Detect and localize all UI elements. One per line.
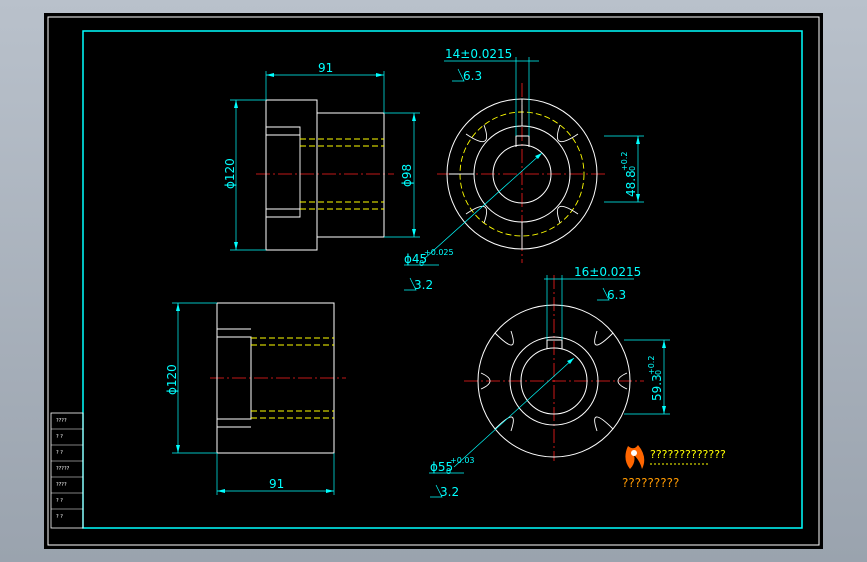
flame-icon: [625, 445, 645, 469]
logo-line1: ?????????????: [650, 448, 726, 461]
view4-bore-tol-up: +0.03: [450, 456, 475, 465]
logo-line2: ?????????: [622, 476, 679, 490]
title-block: ???? ? ? ? ? ????? ???? ? ? ? ?: [50, 412, 84, 529]
tb-row-3: ?????: [56, 466, 70, 472]
tb-row-0: ????: [56, 418, 67, 424]
view1-side-view: 91 ϕ120 ϕ98: [223, 61, 420, 251]
view1-inner-dia: ϕ98: [400, 164, 414, 187]
view3-outer-dia: ϕ120: [165, 364, 179, 395]
view4-bore-tol-lo: 0: [446, 467, 451, 476]
tb-row-4: ????: [56, 482, 67, 488]
view4-bore-dim: ϕ55: [430, 460, 453, 474]
tb-row-1: ? ?: [56, 434, 63, 440]
cad-drawing: ???? ? ? ? ? ????? ???? ? ? ? ? 91: [47, 16, 820, 546]
view3-width-dim: 91: [269, 477, 284, 491]
tb-row-2: ? ?: [56, 450, 63, 456]
view4-keyway-dim: 16±0.0215: [574, 265, 641, 279]
view4-key-height-tol-up: +0.2: [647, 356, 656, 375]
view4-keyway-rough: 6.3: [607, 288, 626, 302]
view3-side-view: ϕ120 91: [165, 302, 346, 495]
view2-keyway-rough: 6.3: [463, 69, 482, 83]
view2-key-height-tol-lo: 0: [628, 166, 637, 171]
view2-key-height-tol-up: +0.2: [620, 152, 629, 171]
view1-outer-dia: ϕ120: [223, 158, 237, 189]
view4-bore-rough: 3.2: [440, 485, 459, 499]
view2-front-view: 14±0.0215 6.3 48.8 +0.2 0 ϕ45 +0.025 0 3…: [404, 47, 644, 292]
view2-bore-tol-lo: 0: [419, 259, 424, 268]
view4-front-view: 16±0.0215 6.3 59.3 +0.2 0 ϕ55 +0.03 0 3.…: [429, 265, 670, 499]
drawing-viewport[interactable]: ???? ? ? ? ? ????? ???? ? ? ? ? 91: [44, 13, 823, 549]
view2-bore-dim: ϕ45: [404, 252, 427, 266]
view2-key-height: 48.8: [624, 170, 638, 197]
tb-row-6: ? ?: [56, 514, 63, 520]
view2-keyway-dim: 14±0.0215: [445, 47, 512, 61]
view1-width-dim: 91: [318, 61, 333, 75]
company-logo: ????????????? ?????????: [622, 445, 726, 490]
outer-frame: [47, 16, 820, 546]
view2-bore-tol-up: +0.025: [424, 248, 454, 257]
view2-bore-rough: 3.2: [414, 278, 433, 292]
view4-key-height: 59.3: [650, 374, 664, 401]
tb-row-5: ? ?: [56, 498, 63, 504]
view4-key-height-tol-lo: 0: [654, 370, 663, 375]
inner-frame: [82, 30, 803, 529]
